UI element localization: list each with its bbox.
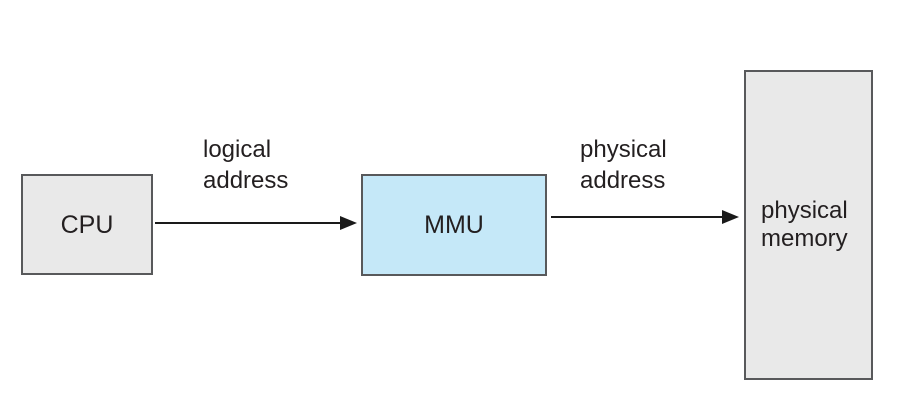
edge-label-physical-address: physical address	[580, 136, 667, 194]
arrow-line	[551, 216, 723, 218]
node-mmu: MMU	[361, 174, 547, 276]
node-cpu: CPU	[21, 174, 153, 275]
arrow-cpu-to-mmu	[155, 216, 357, 230]
arrow-mmu-to-memory	[551, 210, 739, 224]
arrow-line	[155, 222, 341, 224]
node-physical-memory: physical memory	[744, 70, 873, 380]
node-mmu-label: MMU	[424, 211, 484, 239]
node-physical-memory-label: physical memory	[761, 197, 848, 252]
arrow-head-icon	[340, 216, 357, 230]
arrow-head-icon	[722, 210, 739, 224]
edge-label-logical-address: logical address	[203, 136, 289, 194]
node-cpu-label: CPU	[60, 210, 114, 239]
